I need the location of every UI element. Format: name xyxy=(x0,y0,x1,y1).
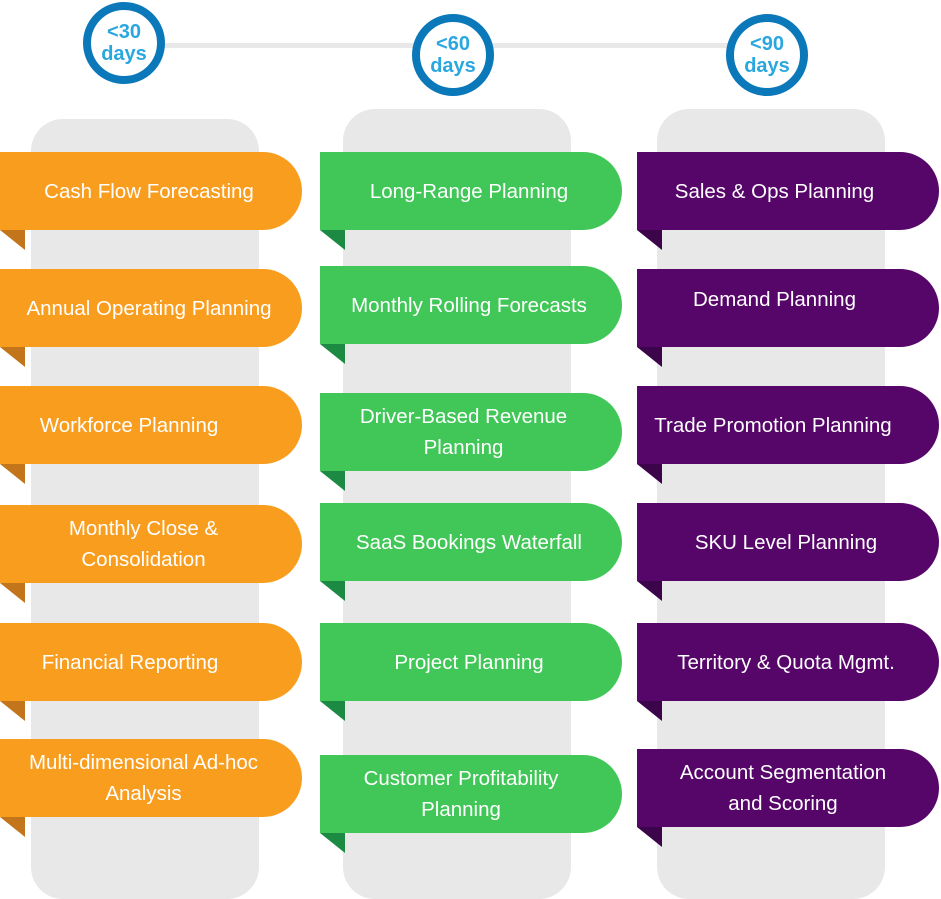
card-fold xyxy=(320,344,345,364)
card-label: Financial Reporting xyxy=(41,650,219,674)
card-fold xyxy=(320,833,345,853)
card-label: Trade Promotion Planning xyxy=(654,413,892,437)
card-fold xyxy=(0,583,25,603)
card-sku-level-planning: SKU Level Planning xyxy=(637,503,939,581)
card-label: SKU Level Planning xyxy=(694,530,878,554)
milestone-value: <60 xyxy=(436,33,470,55)
milestone-unit: days xyxy=(744,55,790,77)
card-fold xyxy=(637,701,662,721)
card-fold xyxy=(0,817,25,837)
milestone-60-days: <60 days xyxy=(412,14,494,96)
card-label: Driver-Based Revenue Planning xyxy=(359,405,568,459)
card-fold xyxy=(320,471,345,491)
milestone-unit: days xyxy=(430,55,476,77)
card-fold xyxy=(637,581,662,601)
card-fold xyxy=(637,230,662,250)
milestone-unit: days xyxy=(101,43,147,65)
card-label: Long-Range Planning xyxy=(369,179,569,203)
card-label: SaaS Bookings Waterfall xyxy=(356,530,582,554)
card-customer-profitability-planning: Customer Profitability Planning xyxy=(320,755,622,833)
milestone-90-days: <90 days xyxy=(726,14,808,96)
card-cash-flow-forecasting: Cash Flow Forecasting xyxy=(0,152,302,230)
card-long-range-planning: Long-Range Planning xyxy=(320,152,622,230)
card-sales-ops-planning: Sales & Ops Planning xyxy=(637,152,939,230)
card-monthly-rolling-forecasts: Monthly Rolling Forecasts xyxy=(320,266,622,344)
card-territory-quota-mgmt: Territory & Quota Mgmt. xyxy=(637,623,939,701)
card-demand-planning: Demand Planning xyxy=(637,269,939,347)
card-label: Monthly Close & Consolidation xyxy=(68,517,219,571)
card-workforce-planning: Workforce Planning xyxy=(0,386,302,464)
card-label: Annual Operating Planning xyxy=(26,296,272,320)
card-fold xyxy=(0,230,25,250)
card-fold xyxy=(637,827,662,847)
card-label: Demand Planning xyxy=(693,288,856,311)
card-fold xyxy=(637,347,662,367)
card-fold xyxy=(320,581,345,601)
milestone-value: <90 xyxy=(750,33,784,55)
card-label: Account Segmentation and Scoring xyxy=(679,761,887,815)
card-account-segmentation-scoring: Account Segmentation and Scoring xyxy=(637,749,939,827)
card-fold xyxy=(320,230,345,250)
card-label: Cash Flow Forecasting xyxy=(44,179,254,203)
card-financial-reporting: Financial Reporting xyxy=(0,623,302,701)
card-driver-based-revenue-planning: Driver-Based Revenue Planning xyxy=(320,393,622,471)
card-label: Project Planning xyxy=(394,650,544,674)
card-fold xyxy=(637,464,662,484)
card-label: Sales & Ops Planning xyxy=(674,179,875,203)
card-saas-bookings-waterfall: SaaS Bookings Waterfall xyxy=(320,503,622,581)
card-project-planning: Project Planning xyxy=(320,623,622,701)
card-trade-promotion-planning: Trade Promotion Planning xyxy=(637,386,939,464)
card-label: Territory & Quota Mgmt. xyxy=(677,650,895,674)
card-annual-operating-planning: Annual Operating Planning xyxy=(0,269,302,347)
card-fold xyxy=(0,464,25,484)
card-fold xyxy=(0,701,25,721)
milestone-value: <30 xyxy=(107,21,141,43)
card-fold xyxy=(320,701,345,721)
card-fold xyxy=(0,347,25,367)
card-label: Workforce Planning xyxy=(39,413,219,437)
card-multi-dimensional-analysis: Multi-dimensional Ad-hoc Analysis xyxy=(0,739,302,817)
card-label: Customer Profitability Planning xyxy=(363,767,559,821)
card-monthly-close-consolidation: Monthly Close & Consolidation xyxy=(0,505,302,583)
card-label: Monthly Rolling Forecasts xyxy=(351,293,587,317)
card-label: Multi-dimensional Ad-hoc Analysis xyxy=(28,751,259,805)
milestone-30-days: <30 days xyxy=(83,2,165,84)
